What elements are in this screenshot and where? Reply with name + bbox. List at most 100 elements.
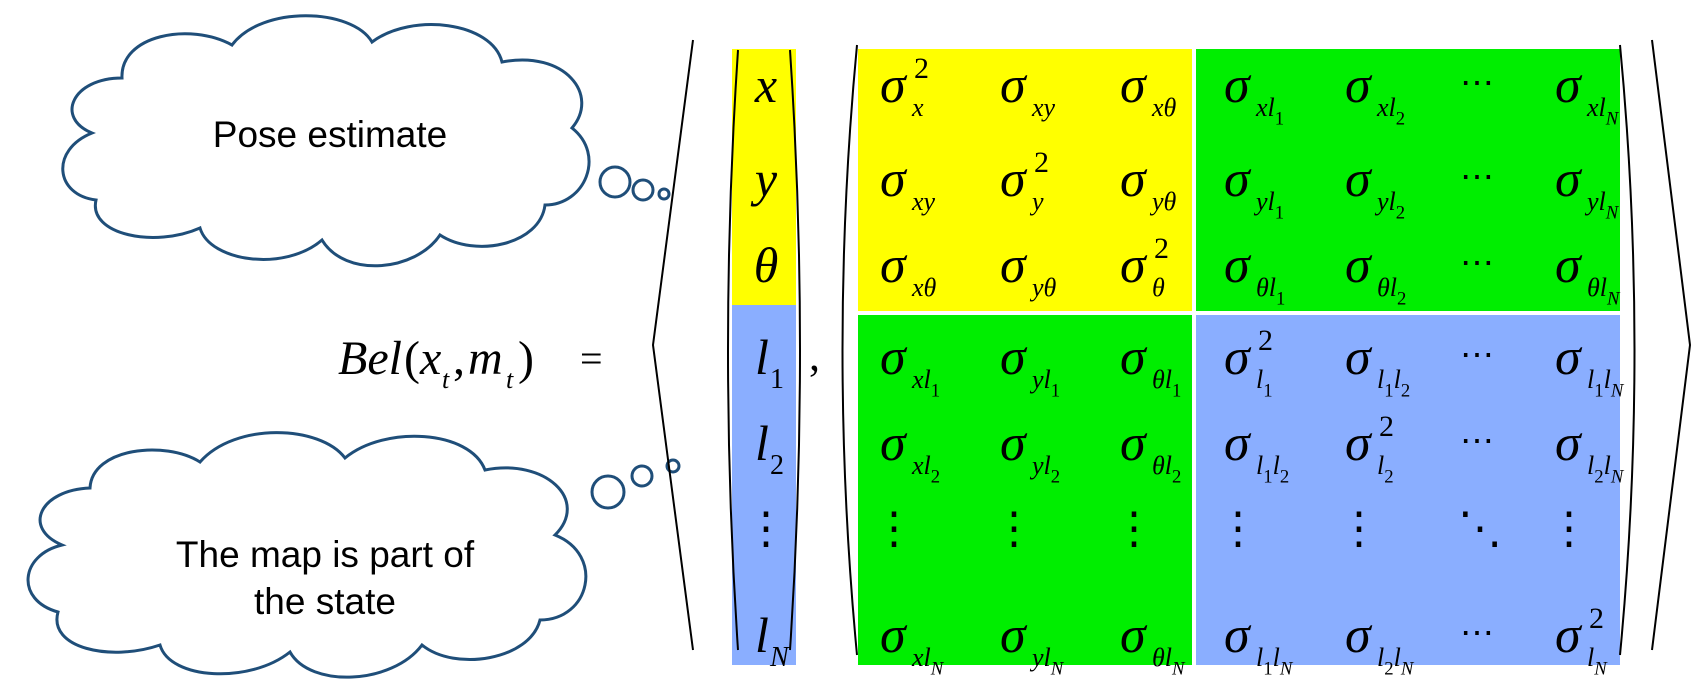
cov-vdots: ⋮	[1112, 504, 1156, 553]
cov-sigma: σ	[1555, 237, 1583, 294]
cov-entry: ⋮	[1216, 504, 1260, 553]
cov-subscript: l1​	[1256, 365, 1273, 401]
cov-sigma: σ	[1555, 607, 1583, 664]
equals-sign: =	[580, 336, 603, 381]
belief-lhs: Bel ( x t , m t ) =	[338, 332, 603, 394]
cov-subscript: xlN​	[1586, 93, 1620, 129]
cov-subscript: lN​	[1587, 643, 1608, 679]
left-angle-bracket	[651, 39, 694, 651]
state-entry-subscript: 2	[770, 450, 784, 481]
state-entry-base: l	[755, 329, 769, 385]
cov-subscript: l1​l2​	[1256, 451, 1289, 487]
cov-entry: σl1​lN​	[1555, 329, 1625, 401]
cov-entry: ⋯	[1460, 159, 1494, 196]
map-bubble-large	[590, 474, 626, 510]
cov-subscript: xl1​	[911, 365, 940, 401]
cov-subscript: θlN​	[1152, 643, 1186, 679]
map-thought-cloud: The map is part of the state	[26, 431, 681, 679]
cov-subscript: yl1​	[1029, 365, 1060, 401]
cov-entry: ⋮	[872, 504, 916, 553]
cov-sigma: σ	[1224, 151, 1252, 208]
cov-superscript: 2	[1258, 324, 1273, 357]
cov-sigma: σ	[880, 329, 908, 386]
cov-subscript: θl2​	[1152, 451, 1181, 487]
state-vector-pose-fill	[732, 49, 796, 305]
cov-subscript: θ	[1152, 273, 1165, 302]
cov-subscript: xθ	[1151, 93, 1177, 122]
cov-sigma: σ	[1224, 329, 1252, 386]
cov-left-paren	[841, 44, 858, 656]
cov-entry: ⋯	[1460, 65, 1494, 102]
vector-separator-comma: ,	[809, 331, 820, 380]
cov-subscript: l2​	[1377, 451, 1394, 487]
map-cloud-label-line1: The map is part of	[176, 534, 475, 575]
cov-superscript: 2	[1154, 232, 1169, 265]
state-vector-entry: y	[750, 151, 778, 207]
cov-ellipsis: ⋯	[1460, 159, 1494, 196]
state-entry-base: l	[755, 415, 769, 471]
cov-sigma: σ	[880, 415, 908, 472]
cov-sigma: σ	[1345, 237, 1373, 294]
pose-cloud-shape	[61, 14, 591, 268]
cov-sigma: σ	[1000, 329, 1028, 386]
cov-subscript: xl2​	[1376, 93, 1405, 129]
cov-map-block	[1196, 315, 1620, 665]
state-vector-entry: θ	[754, 237, 779, 293]
cov-sigma: σ	[1120, 151, 1148, 208]
cov-subscript: yl2​	[1374, 187, 1405, 223]
cov-ellipsis: ⋯	[1460, 423, 1494, 460]
cov-map-pose-block	[858, 315, 1192, 665]
cov-sigma: σ	[1345, 57, 1373, 114]
cov-subscript: ylN​	[1029, 643, 1065, 679]
pose-cloud-label: Pose estimate	[213, 114, 447, 155]
cov-sigma: σ	[880, 151, 908, 208]
cov-subscript: x	[911, 93, 924, 122]
bel-x: x	[419, 332, 441, 385]
cov-sigma: σ	[1224, 237, 1252, 294]
cov-sigma: σ	[1224, 415, 1252, 472]
cov-subscript: xy	[1031, 93, 1056, 122]
cov-subscript: θl2​	[1377, 273, 1406, 309]
state-entry-base: y	[750, 151, 778, 207]
cov-sigma: σ	[1555, 415, 1583, 472]
cov-sigma: σ	[1224, 607, 1252, 664]
cov-superscript: 2	[914, 52, 929, 85]
cov-vdots: ⋮	[872, 504, 916, 553]
cov-vdots: ⋮	[992, 504, 1036, 553]
cov-subscript: xl2​	[911, 451, 940, 487]
state-entry-subscript: 1	[770, 364, 784, 395]
cov-entry: ⋮	[992, 504, 1036, 553]
cov-subscript: θl1​	[1152, 365, 1181, 401]
cov-sigma: σ	[1345, 607, 1373, 664]
state-entry-base: x	[754, 57, 777, 113]
cov-entry: σl1​ 2	[1224, 324, 1273, 401]
cov-sigma: σ	[1120, 329, 1148, 386]
cov-sigma: σ	[1000, 151, 1028, 208]
cov-subscript: l2​lN​	[1377, 643, 1415, 679]
cov-subscript: l1​l2​	[1377, 365, 1410, 401]
cov-sigma: σ	[1555, 57, 1583, 114]
cov-entry: σl1​l2​	[1224, 415, 1289, 487]
cov-subscript: l1​lN​	[1587, 365, 1625, 401]
cov-sigma: σ	[1555, 151, 1583, 208]
state-vector-right-paren	[789, 49, 801, 651]
cov-pose-block	[858, 49, 1192, 311]
cov-sigma: σ	[1345, 151, 1373, 208]
cov-superscript: 2	[1034, 146, 1049, 179]
right-angle-bracket	[1651, 39, 1692, 651]
